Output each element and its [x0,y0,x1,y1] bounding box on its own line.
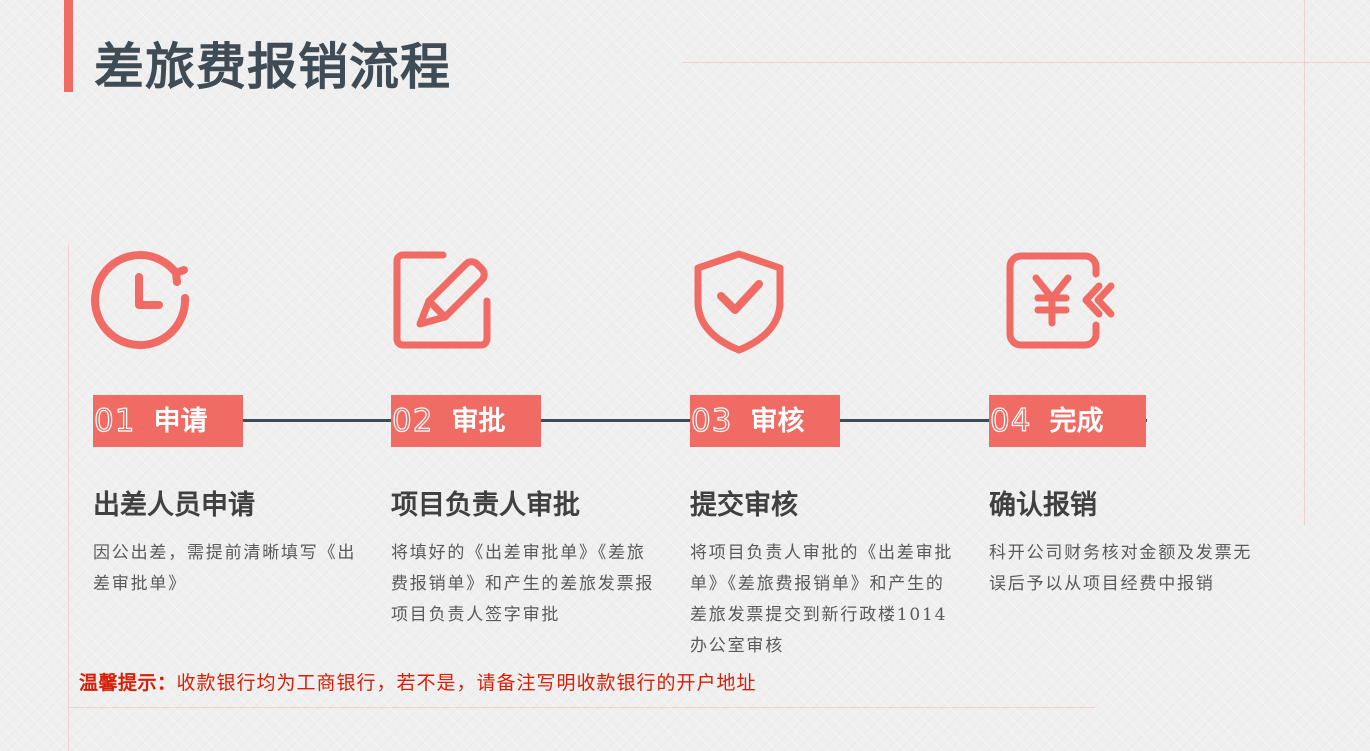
decorative-line-left [68,245,69,751]
reminder-text: 收款银行均为工商银行，若不是，请备注写明收款银行的开户地址 [176,672,757,694]
process-step-complete: 04 完成 确认报销 科开公司财务核对金额及发票无误后予以从项目经费中报销 [989,0,1259,751]
step-label: 申请 [153,405,208,437]
step-badge-review: 03 审核 [690,395,840,447]
step-description: 因公出差，需提前清晰填写《出差审批单》 [93,543,357,594]
step-heading: 出差人员申请 [93,490,255,521]
step-label: 完成 [1049,405,1104,437]
step-number: 03 [690,402,733,439]
step-label: 审批 [451,405,506,437]
step-description: 将项目负责人审批的《出差审批单》《差旅费报销单》和产生的差旅发票提交到新行政楼1… [690,543,954,656]
decorative-line-top [683,62,1370,63]
process-step-approve: 02 审批 项目负责人审批 将填好的《出差审批单》《差旅费报销单》和产生的差旅发… [391,0,661,751]
decorative-line-bottom [69,707,1094,708]
step-description: 将填好的《出差审批单》《差旅费报销单》和产生的差旅发票报项目负责人签字审批 [391,543,655,625]
step-heading: 项目负责人审批 [391,490,580,521]
process-step-apply: 01 申请 出差人员申请 因公出差，需提前清晰填写《出差审批单》 [91,0,363,751]
step-number: 04 [989,402,1032,439]
title-accent-bar [64,0,73,92]
decorative-line-right [1304,0,1305,525]
edit-icon [391,250,491,354]
step-number: 01 [93,402,136,439]
step-badge-approve: 02 审批 [391,395,541,447]
step-description: 科开公司财务核对金额及发票无误后予以从项目经费中报销 [989,543,1253,594]
yuan-return-icon [1005,250,1117,354]
step-badge-apply: 01 申请 [93,395,243,447]
shield-check-icon [694,250,794,354]
step-heading: 提交审核 [690,490,798,521]
warm-reminder: 温馨提示：收款银行均为工商银行，若不是，请备注写明收款银行的开户地址 [79,667,757,699]
step-label: 审核 [750,405,805,437]
clock-refresh-icon [91,250,193,354]
reminder-label: 温馨提示： [79,672,177,694]
step-number: 02 [391,402,434,439]
process-step-review: 03 审核 提交审核 将项目负责人审批的《出差审批单》《差旅费报销单》和产生的差… [690,0,960,751]
step-badge-complete: 04 完成 [989,395,1146,447]
page-title: 差旅费报销流程 [94,37,451,96]
step-heading: 确认报销 [989,490,1097,521]
